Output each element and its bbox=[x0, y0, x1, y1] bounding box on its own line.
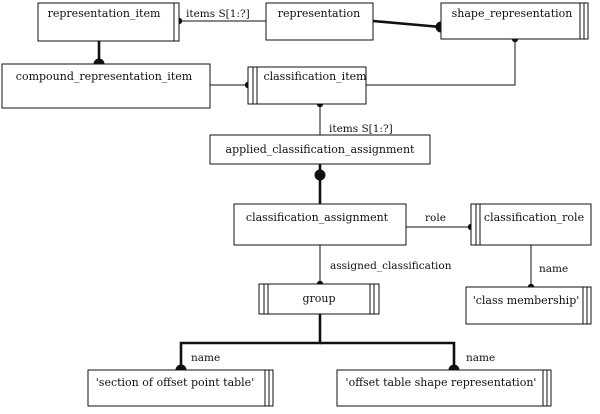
relation-name-role: name bbox=[539, 263, 568, 275]
relation-name-left: name bbox=[191, 352, 220, 364]
entity-classification-item-label: classification_item bbox=[263, 70, 367, 83]
value-class-membership: 'class membership' bbox=[465, 286, 592, 325]
entity-representation-label: representation bbox=[278, 7, 360, 20]
entity-classification-role: classification_role bbox=[470, 203, 592, 246]
link-applied-classification-assignment-end bbox=[314, 169, 326, 181]
entity-shape-representation-label: shape_representation bbox=[452, 7, 573, 20]
relation-name-right: name bbox=[466, 352, 495, 364]
link-shape-representation-classification-item bbox=[366, 39, 516, 86]
entity-compound-representation-item: compound_representation_item bbox=[1, 63, 211, 109]
entity-applied-classification-assignment-label: applied_classification_assignment bbox=[226, 143, 415, 156]
relation-assigned-classification: assigned_classification bbox=[330, 260, 452, 272]
entity-group-label: group bbox=[302, 292, 335, 305]
link-representation-shape-representation bbox=[372, 19, 442, 29]
entity-shape-representation: shape_representation bbox=[440, 2, 589, 40]
entity-classification-assignment-label: classification_assignment bbox=[246, 211, 389, 224]
link-group-right bbox=[320, 341, 456, 370]
link-group-left bbox=[179, 314, 322, 370]
relation-items-representation: items S[1:?] bbox=[186, 8, 250, 20]
relation-items-classification: items S[1:?] bbox=[329, 123, 393, 135]
value-offset-table-shape-representation: 'offset table shape representation' bbox=[336, 369, 552, 407]
entity-representation-item: representation_item bbox=[37, 2, 180, 42]
entity-applied-classification-assignment: applied_classification_assignment bbox=[209, 134, 431, 165]
value-section-of-offset-point-table: 'section of offset point table' bbox=[87, 369, 274, 407]
value-section-of-offset-point-table-label: 'section of offset point table' bbox=[96, 376, 254, 389]
entity-representation: representation bbox=[265, 2, 374, 41]
entity-representation-item-label: representation_item bbox=[48, 7, 161, 20]
relation-role: role bbox=[425, 212, 446, 224]
entity-classification-assignment: classification_assignment bbox=[233, 203, 407, 246]
entity-classification-item: classification_item bbox=[247, 66, 367, 105]
entity-group: group bbox=[258, 283, 380, 315]
value-class-membership-label: 'class membership' bbox=[473, 294, 580, 307]
value-offset-table-shape-representation-label: 'offset table shape representation' bbox=[346, 376, 537, 389]
entity-classification-role-label: classification_role bbox=[484, 211, 584, 224]
entity-compound-representation-item-label: compound_representation_item bbox=[16, 70, 193, 83]
